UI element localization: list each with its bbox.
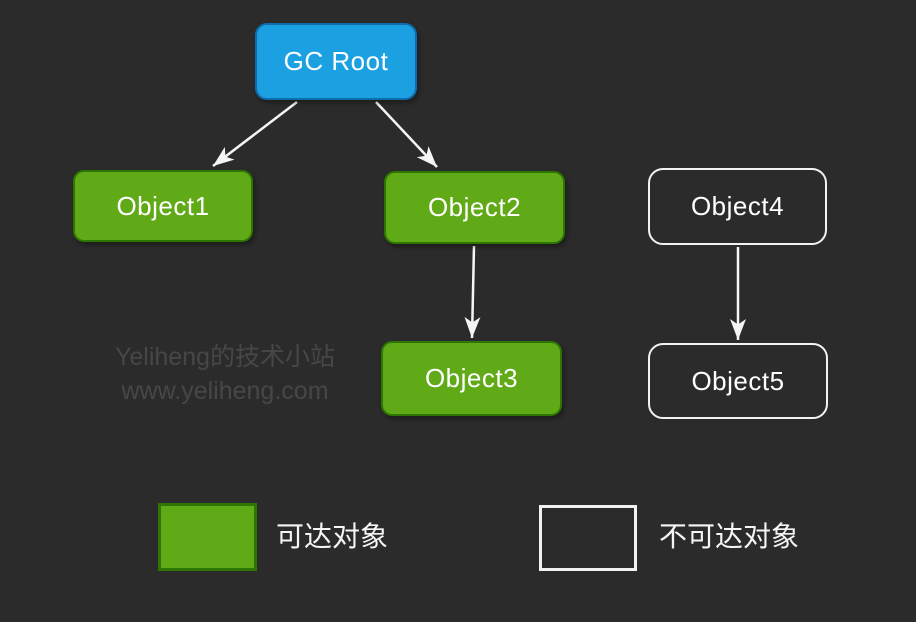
legend-swatch-unreachable: [539, 505, 637, 571]
node-object4-label: Object4: [690, 191, 785, 221]
edge-gcroot-object1: [212, 101, 298, 167]
legend-swatch-reachable: [158, 503, 257, 571]
node-object5-label: Object5: [691, 365, 785, 396]
legend-label-unreachable: 不可达对象: [659, 521, 800, 552]
edge-object2-object3: [464, 245, 481, 339]
watermark-url: www.yeliheng.com: [121, 377, 329, 405]
node-object4: Object4: [648, 168, 827, 245]
node-gc-root-label: GC Root: [283, 46, 389, 76]
node-gc-root: GC Root: [255, 23, 417, 100]
watermark-site-name: Yeliheng的技术小站: [114, 343, 335, 371]
node-object3-label: Object3: [424, 363, 519, 393]
legend-label-reachable: 可达对象: [276, 521, 389, 552]
node-object5: Object5: [648, 343, 828, 419]
node-object2-label: Object2: [427, 192, 522, 222]
node-object1-label: Object1: [116, 190, 210, 221]
node-object1: Object1: [73, 170, 253, 242]
node-object2: Object2: [384, 171, 565, 244]
watermark: Yeliheng的技术小站 www.yeliheng.com: [100, 340, 350, 408]
edge-gcroot-object2: [375, 101, 438, 168]
node-object3: Object3: [381, 341, 562, 416]
